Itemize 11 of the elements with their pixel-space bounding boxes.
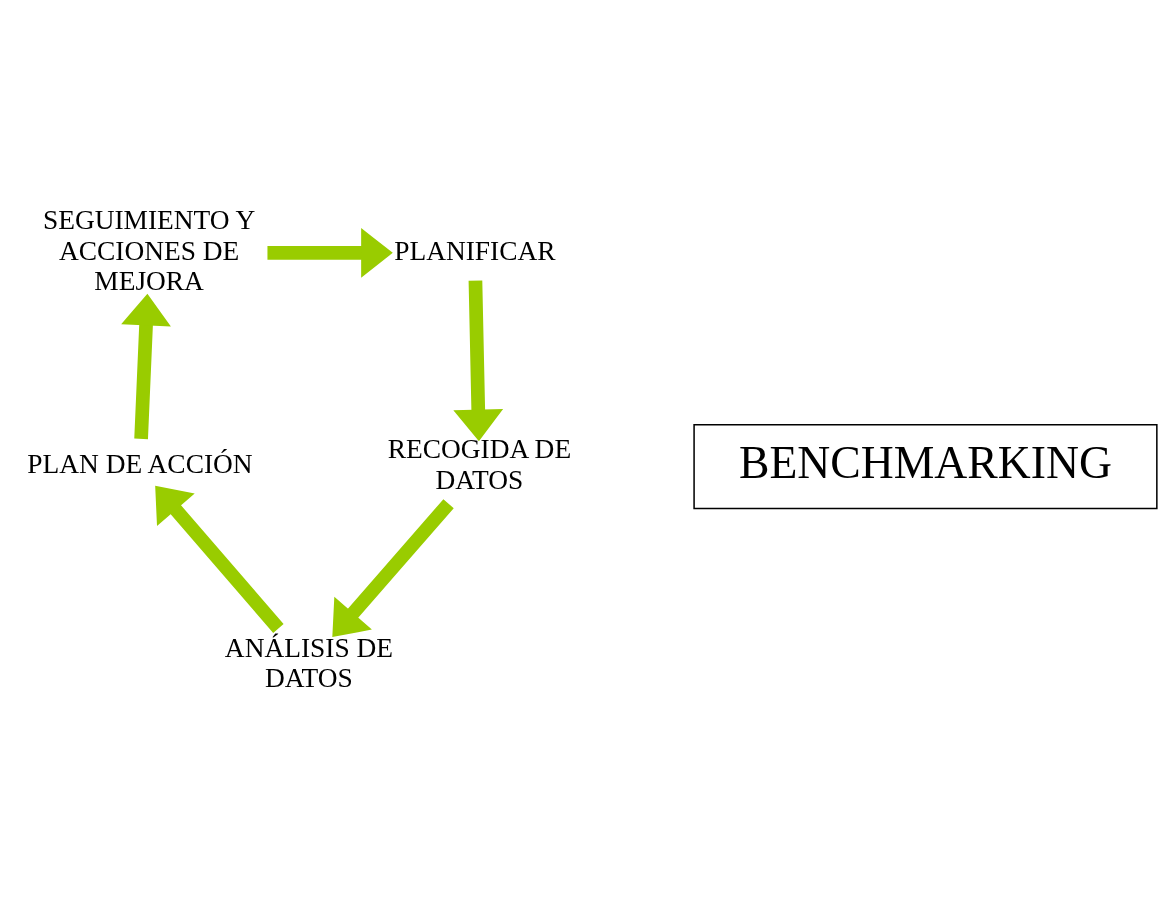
node-box: BENCHMARKING [693, 423, 1158, 509]
node-text: PLANIFICAR [394, 235, 556, 266]
arrow [121, 293, 171, 439]
arrow [332, 498, 454, 637]
node-text: RECOGIDA DE DATOS [387, 433, 572, 495]
node-text: PLAN DE ACCIÓN [27, 448, 253, 479]
node-text: ANÁLISIS DE DATOS [224, 632, 394, 693]
node-text: SEGUIMIENTO Y ACCIONES DE MEJORA [42, 204, 256, 296]
arrow [267, 227, 393, 278]
arrow [155, 485, 284, 633]
arrow [453, 280, 504, 441]
